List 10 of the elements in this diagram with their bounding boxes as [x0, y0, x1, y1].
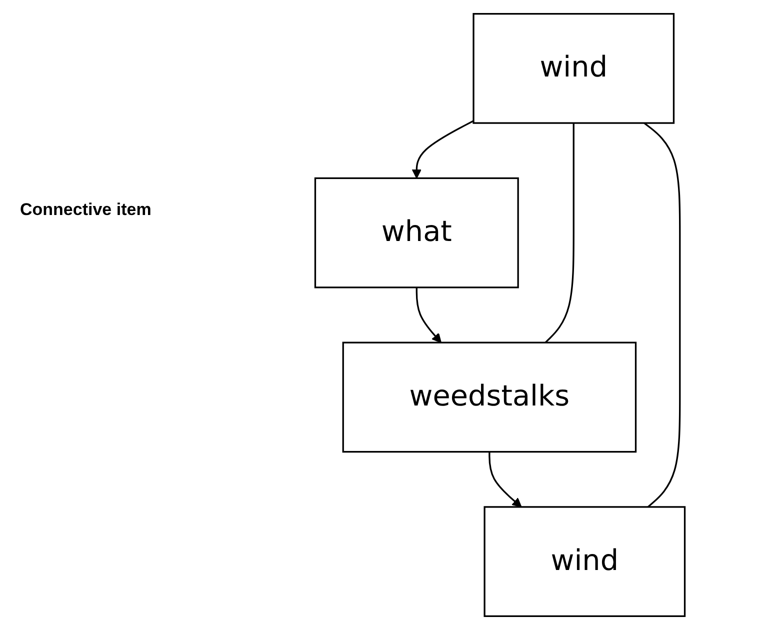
arrow — [412, 120, 474, 179]
connector — [544, 123, 574, 344]
arrow — [488, 452, 522, 508]
arrow — [416, 287, 442, 344]
node-box: weedstalks — [342, 342, 637, 453]
node-box: wind — [472, 13, 675, 124]
node-box: wind — [484, 506, 686, 617]
connector — [644, 122, 681, 508]
bracket-label: Connective item — [20, 200, 152, 220]
node-box: what — [314, 177, 519, 288]
